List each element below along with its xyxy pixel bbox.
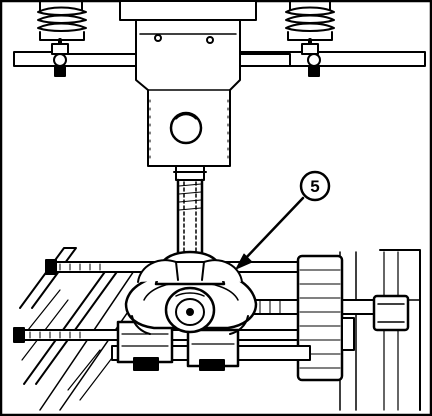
callout-5: 5	[299, 170, 331, 202]
press-frame	[13, 51, 426, 67]
callout-number: 5	[310, 177, 319, 196]
right-spring	[285, 1, 335, 77]
press-head	[119, 1, 257, 167]
u-joint-yoke	[124, 250, 258, 335]
callout-arrow	[235, 196, 305, 270]
clamp-block	[296, 254, 355, 382]
left-spring	[37, 1, 87, 77]
